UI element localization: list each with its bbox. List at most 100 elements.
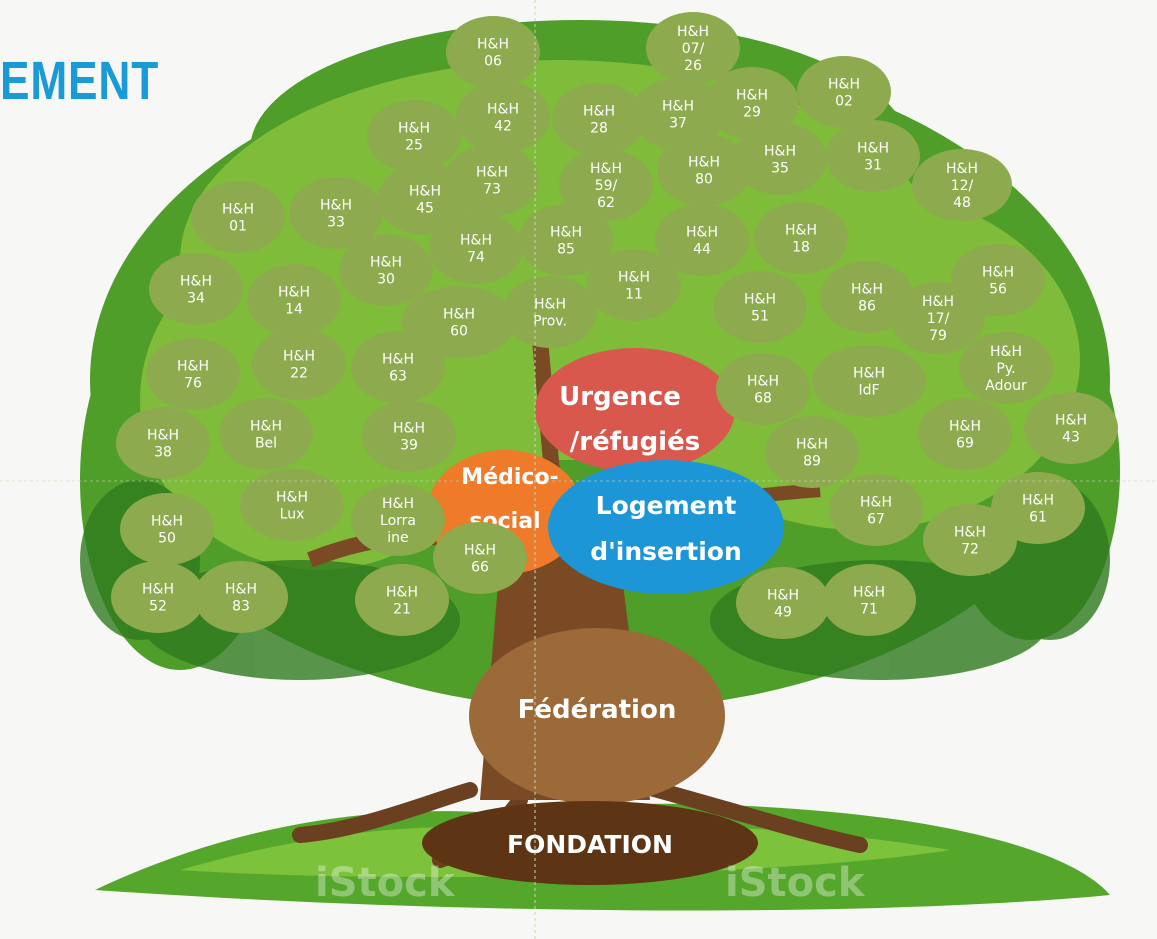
- branch-label: 28: [590, 121, 608, 137]
- branch-label: 12/: [951, 178, 974, 194]
- branch-label: H&H: [1055, 413, 1087, 429]
- branch-label: H&H: [177, 359, 209, 375]
- branch-bubble: [456, 81, 550, 153]
- branch-node: H&H51: [713, 271, 807, 343]
- branch-label: H&H: [853, 366, 885, 382]
- fondation-bubble: [422, 801, 758, 885]
- branch-node: H&H29: [705, 67, 799, 139]
- branch-bubble: [219, 398, 313, 470]
- branch-bubble: [446, 16, 540, 88]
- branch-label: H&H: [764, 144, 796, 160]
- branch-label: 29: [743, 105, 761, 121]
- logement-label: Logement: [596, 491, 737, 520]
- branch-label: 67: [867, 512, 885, 528]
- branch-label: 43: [1062, 430, 1080, 446]
- branch-label: 68: [754, 391, 772, 407]
- branch-label: H&H: [796, 437, 828, 453]
- branch-bubble: [923, 504, 1017, 576]
- branch-bubble: [146, 338, 240, 410]
- branch-label: 86: [858, 299, 876, 315]
- medico-label: Médico-: [461, 465, 558, 490]
- branch-label: 26: [684, 58, 702, 74]
- branch-label: Adour: [985, 378, 1027, 394]
- branch-bubble: [713, 271, 807, 343]
- branch-label: Lux: [280, 507, 305, 523]
- branch-label: 76: [184, 376, 202, 392]
- branch-label: 83: [232, 599, 250, 615]
- branch-label: 72: [961, 542, 979, 558]
- urgence-label: Urgence: [559, 382, 681, 412]
- branch-label: 51: [751, 309, 769, 325]
- branch-label: 35: [771, 161, 789, 177]
- branch-label: 79: [929, 328, 947, 344]
- branch-label: 73: [483, 182, 501, 198]
- branch-bubble: [247, 264, 341, 336]
- branch-bubble: [552, 83, 646, 155]
- branch-node: H&H39: [362, 400, 456, 472]
- branch-node: H&H01: [191, 181, 285, 253]
- branch-bubble: [829, 474, 923, 546]
- branch-label: 25: [405, 138, 423, 154]
- branch-node: H&H38: [116, 407, 210, 479]
- branch-label: 85: [557, 242, 575, 258]
- branch-node: H&H35: [733, 123, 827, 195]
- branch-label: 11: [625, 287, 643, 303]
- branch-bubble: [918, 398, 1012, 470]
- branch-label: H&H: [954, 525, 986, 541]
- branch-label: 06: [484, 54, 502, 70]
- branch-label: 44: [693, 242, 711, 258]
- branch-node: H&H43: [1024, 392, 1118, 464]
- branch-node: H&H71: [822, 564, 916, 636]
- branch-bubble: [891, 282, 985, 354]
- branch-label: 17/: [927, 311, 950, 327]
- branch-label: H&H: [320, 198, 352, 214]
- branch-label: H&H: [736, 88, 768, 104]
- branch-node: H&H50: [120, 493, 214, 565]
- branch-bubble: [367, 100, 461, 172]
- branch-label: H&H: [393, 421, 425, 437]
- branch-label: H&H: [460, 233, 492, 249]
- branch-label: 01: [229, 219, 247, 235]
- branch-label: H&H: [487, 102, 519, 118]
- branch-label: H&H: [370, 255, 402, 271]
- branch-label: 66: [471, 560, 489, 576]
- branch-label: H&H: [250, 419, 282, 435]
- branch-node: H&H44: [655, 204, 749, 276]
- branch-label: H&H: [283, 349, 315, 365]
- branch-label: H&H: [618, 270, 650, 286]
- branch-label: 45: [416, 201, 434, 217]
- branch-bubble: [991, 472, 1085, 544]
- branch-label: 80: [695, 172, 713, 188]
- branch-node: H&H85: [519, 204, 613, 276]
- branch-bubble: [402, 286, 516, 358]
- branch-bubble: [826, 120, 920, 192]
- branch-bubble: [797, 56, 891, 128]
- branch-bubble: [503, 276, 597, 348]
- branch-node: H&H02: [797, 56, 891, 128]
- branch-node: H&H72: [923, 504, 1017, 576]
- logement-bubble: [548, 460, 784, 594]
- branch-label: H&H: [982, 265, 1014, 281]
- branch-label: H&H: [180, 274, 212, 290]
- branch-label: H&H: [662, 99, 694, 115]
- branch-node: H&H06: [446, 16, 540, 88]
- branch-label: 22: [290, 366, 308, 382]
- branch-node: H&H89: [765, 416, 859, 488]
- branch-label: 34: [187, 291, 205, 307]
- branch-bubble: [646, 12, 740, 84]
- branch-node: H&H80: [657, 134, 751, 206]
- branch-label: 71: [860, 602, 878, 618]
- branch-bubble: [252, 328, 346, 400]
- branch-label: 18: [792, 240, 810, 256]
- branch-node: H&H12/48: [912, 149, 1012, 221]
- branch-label: H&H: [142, 582, 174, 598]
- branch-node: H&H59/62: [559, 149, 653, 221]
- federation-bubble: [469, 628, 725, 804]
- branch-node: H&H60: [402, 286, 516, 358]
- branch-bubble: [716, 353, 810, 425]
- branch-label: H&H: [688, 155, 720, 171]
- branch-label: H&H: [225, 582, 257, 598]
